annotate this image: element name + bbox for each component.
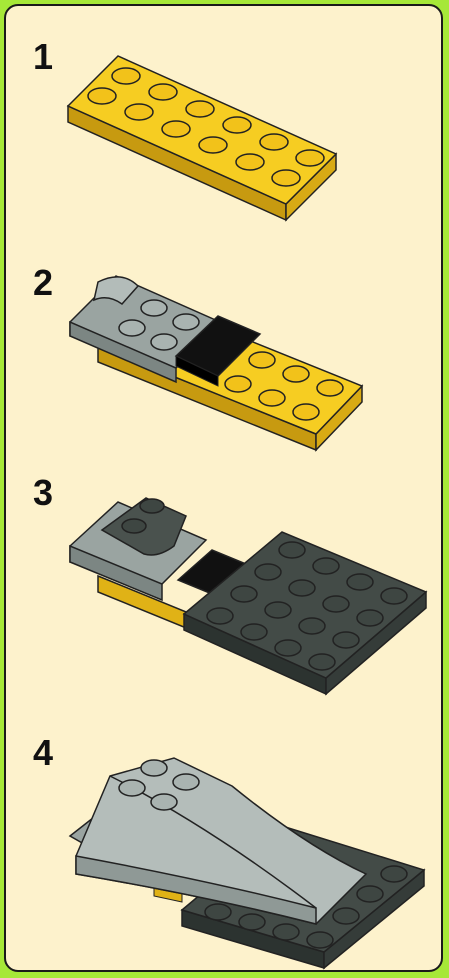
- dark-plate-illustration: [6, 466, 441, 706]
- step-1: 1: [6, 6, 441, 236]
- hinge-plate-illustration: [6, 236, 441, 466]
- yellow-plate-illustration: [6, 6, 441, 236]
- instruction-panel: 1 2: [4, 4, 443, 972]
- curved-slope-illustration: [6, 706, 441, 972]
- step-2: 2: [6, 236, 441, 466]
- step-3: 3: [6, 466, 441, 706]
- step-4: 4: [6, 706, 441, 972]
